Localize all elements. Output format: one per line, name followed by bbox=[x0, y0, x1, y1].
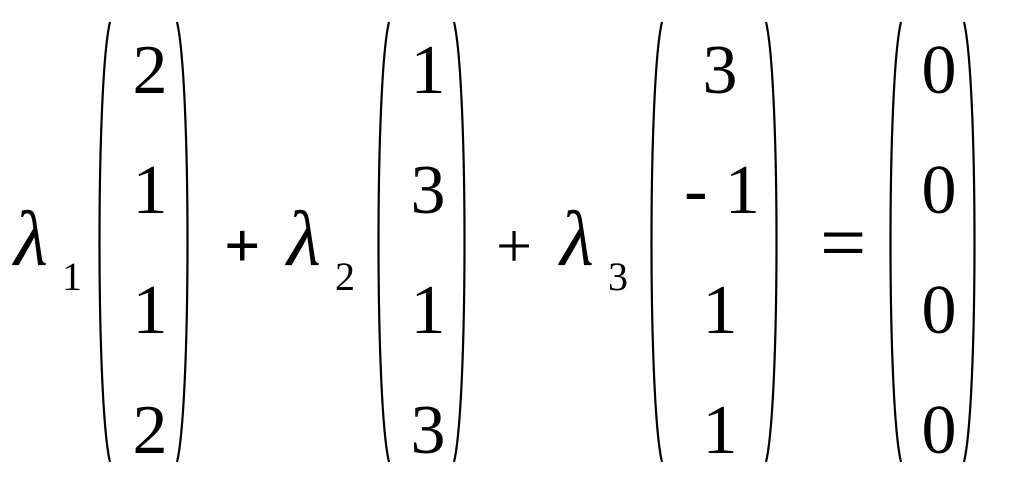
result-vector-entry: 0 bbox=[921, 32, 957, 109]
vector-3-entry: 1 bbox=[702, 392, 738, 469]
vector-2-right-paren bbox=[452, 21, 466, 463]
vector-2-left-paren bbox=[377, 21, 391, 463]
result-vector-right-paren bbox=[962, 21, 976, 463]
vector-1-entry: 1 bbox=[132, 272, 168, 349]
subscript-1: 1 bbox=[62, 254, 82, 299]
vector-1-entry: 2 bbox=[132, 32, 168, 109]
vector-3-left-paren bbox=[650, 21, 664, 463]
equals-sign: = bbox=[820, 197, 867, 288]
vector-2-entry: 1 bbox=[410, 272, 446, 349]
vector-3-entry: - 1 bbox=[684, 152, 760, 229]
plus-operator: + bbox=[496, 210, 533, 281]
vector-3-right-paren bbox=[764, 21, 778, 463]
subscript-3: 3 bbox=[608, 254, 628, 299]
result-vector-entry: 0 bbox=[921, 392, 957, 469]
result-vector-left-paren bbox=[889, 21, 903, 463]
vector-1-entry: 2 bbox=[132, 392, 168, 469]
vector-1-entry: 1 bbox=[132, 152, 168, 229]
vector-1-right-paren bbox=[175, 21, 189, 463]
result-vector-entry: 0 bbox=[921, 152, 957, 229]
vector-1-left-paren bbox=[98, 21, 112, 463]
vector-3-entry: 1 bbox=[702, 272, 738, 349]
lambda-3: λ bbox=[560, 195, 594, 282]
vector-2-entry: 3 bbox=[410, 392, 446, 469]
result-vector-entry: 0 bbox=[921, 272, 957, 349]
vector-3-entry: 3 bbox=[702, 32, 738, 109]
lambda-1: λ bbox=[14, 195, 48, 282]
vector-2-entry: 3 bbox=[410, 152, 446, 229]
subscript-2: 2 bbox=[335, 254, 355, 299]
vector-2-entry: 1 bbox=[410, 32, 446, 109]
plus-operator: + bbox=[224, 210, 261, 281]
lambda-2: λ bbox=[287, 195, 321, 282]
